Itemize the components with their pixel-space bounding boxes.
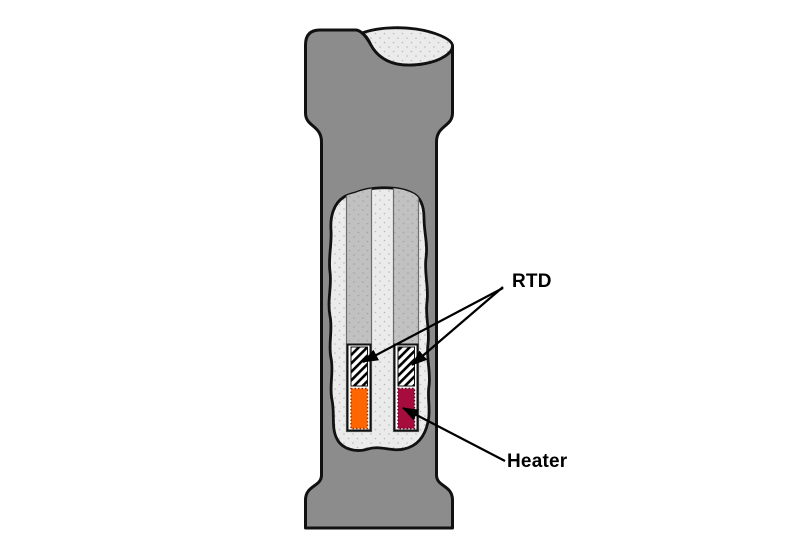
- heater-arrow: [402, 407, 506, 462]
- top-surface: [360, 26, 454, 67]
- left-rtd-hatch: [350, 346, 368, 387]
- heater-label: Heater: [507, 451, 568, 472]
- orange-element: [350, 387, 369, 430]
- rtd-arrow-left: [362, 287, 504, 363]
- rtd-label: RTD: [512, 271, 552, 292]
- right-rtd-hatch: [397, 346, 415, 387]
- rtd-arrow-right: [411, 286, 504, 366]
